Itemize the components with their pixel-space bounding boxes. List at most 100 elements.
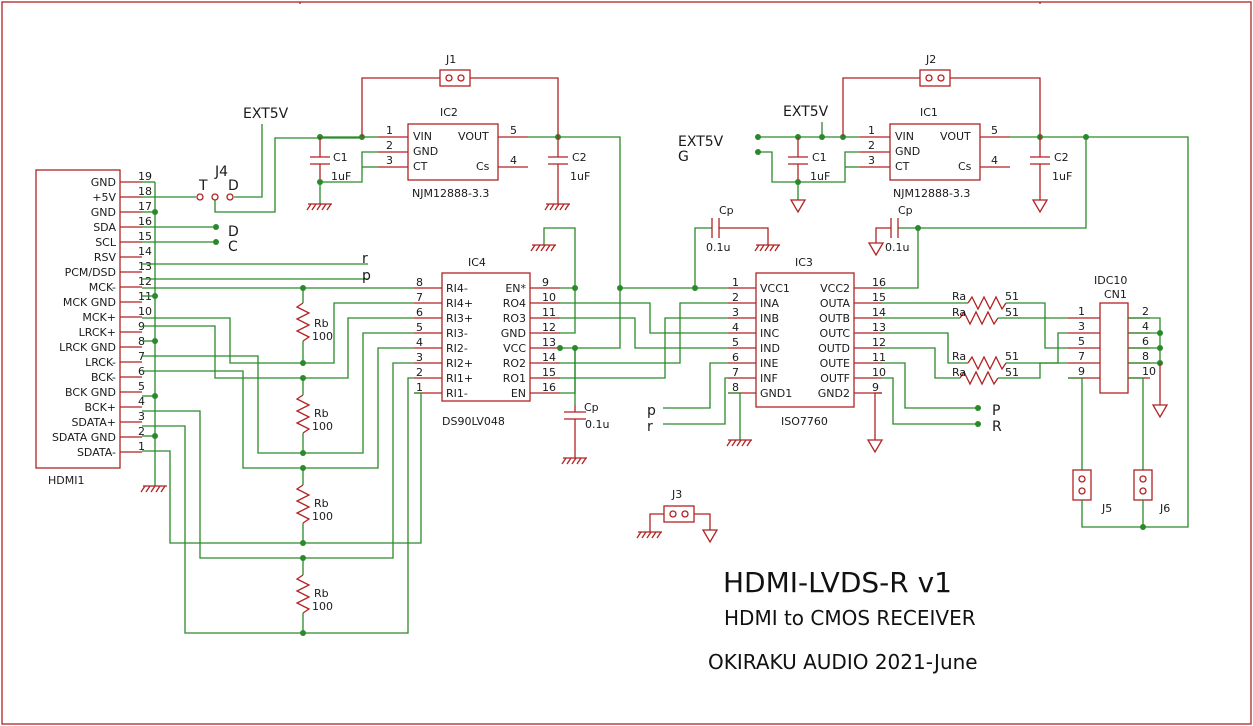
ic3-pin-label: GND2 — [818, 387, 850, 400]
ic4-pin-label: RO1 — [503, 372, 526, 385]
svg-text:0.1u: 0.1u — [706, 241, 730, 254]
hdmi-ground-symbol — [140, 452, 167, 493]
svg-text:J1: J1 — [445, 53, 456, 66]
svg-text:IC1: IC1 — [920, 106, 938, 119]
hdmi-pin-label: LRCK- — [85, 356, 116, 369]
hdmi-pin-number: 14 — [138, 245, 152, 258]
cn1-pin-number: 8 — [1142, 350, 1149, 363]
ic3-pin-label: GND1 — [760, 387, 792, 400]
ic3-pin-number: 8 — [732, 381, 739, 394]
hdmi-pin-label: SCL — [95, 236, 117, 249]
net-label-d: D — [228, 224, 239, 240]
svg-text:5: 5 — [991, 124, 998, 137]
ic3-pin-label: OUTB — [819, 312, 850, 325]
hdmi-pin-label: BCK GND — [65, 386, 116, 399]
svg-text:3: 3 — [386, 154, 393, 167]
ext5v-label-1: EXT5V — [243, 106, 289, 122]
hdmi-pin-number: 3 — [138, 410, 145, 423]
svg-text:Cs: Cs — [476, 160, 490, 173]
capacitor-c1-left: C1 1uF — [306, 134, 362, 211]
ic4-pin-number: 10 — [542, 291, 556, 304]
svg-text:2: 2 — [868, 139, 875, 152]
sda-scl-nets: D C — [142, 224, 239, 255]
hdmi-pin-number: 5 — [138, 380, 145, 393]
ic4-pin-label: GND — [501, 327, 526, 340]
hdmi-pin-label: SDA — [93, 221, 116, 234]
svg-text:CT: CT — [895, 160, 910, 173]
hdmi-pin-label: SDATA- — [77, 446, 116, 459]
svg-text:0.1u: 0.1u — [585, 418, 609, 431]
capacitor-cp-ic3-vcc1: Cp 0.1u — [692, 204, 780, 291]
svg-text:IDC10: IDC10 — [1094, 274, 1127, 287]
hdmi-pin-label: MCK GND — [63, 296, 116, 309]
svg-text:1uF: 1uF — [331, 170, 351, 183]
drawing-credit: OKIRAKU AUDIO 2021-June — [708, 650, 978, 674]
ic4-pin-label: RI4- — [446, 282, 468, 295]
ic3-pin-number: 5 — [732, 336, 739, 349]
ic3-pin-label: OUTD — [818, 342, 850, 355]
svg-text:Cp: Cp — [898, 204, 913, 217]
svg-text:Cp: Cp — [719, 204, 734, 217]
ic3-pin-number: 12 — [872, 336, 886, 349]
hdmi-pin-number: 16 — [138, 215, 152, 228]
ic3-pin-number: 1 — [732, 276, 739, 289]
svg-text:VOUT: VOUT — [940, 130, 971, 143]
net-label-c: C — [228, 239, 238, 255]
svg-text:51: 51 — [1005, 290, 1019, 303]
svg-text:51: 51 — [1005, 306, 1019, 319]
ic3-pin-label: IND — [760, 342, 780, 355]
svg-text:CN1: CN1 — [1104, 288, 1127, 301]
svg-text:NJM12888-3.3: NJM12888-3.3 — [412, 187, 489, 200]
ic4-pin-number: 14 — [542, 351, 556, 364]
ic3-pin-number: 4 — [732, 321, 739, 334]
hdmi-pin-number: 19 — [138, 170, 152, 183]
ic4-pin-label: RI3- — [446, 327, 468, 340]
svg-text:100: 100 — [312, 330, 333, 343]
capacitor-c1-right: C1 1uF — [788, 137, 830, 214]
svg-text:Cs: Cs — [958, 160, 972, 173]
capacitor-cp-ic3-vcc2: Cp 0.1u — [867, 204, 918, 257]
svg-text:VOUT: VOUT — [458, 130, 489, 143]
svg-text:Rb: Rb — [314, 497, 329, 510]
svg-text:1uF: 1uF — [1052, 170, 1072, 183]
hdmi-pin-number: 13 — [138, 260, 152, 273]
ic3-pin-label: INF — [760, 372, 778, 385]
svg-text:CT: CT — [413, 160, 428, 173]
ic4-pin-label: RI4+ — [446, 297, 473, 310]
net-label-r-in: r — [647, 419, 653, 435]
svg-text:C1: C1 — [812, 151, 827, 164]
net-label-g: G — [678, 149, 689, 165]
j4-label-d: D — [228, 178, 239, 194]
isolator-ic3: IC3 VCC11INA2INB3INC4IND5INE6INF7GND18VC… — [647, 137, 1087, 454]
svg-text:Cp: Cp — [584, 401, 599, 414]
svg-text:C1: C1 — [333, 151, 348, 164]
svg-text:Ra: Ra — [952, 366, 966, 379]
hdmi-pin-label: SDATA GND — [52, 431, 116, 444]
ic3-pin-label: OUTF — [820, 372, 850, 385]
svg-text:C2: C2 — [1054, 151, 1069, 164]
svg-text:0.1u: 0.1u — [885, 241, 909, 254]
cn1-pin-number: 1 — [1078, 305, 1085, 318]
title-block: HDMI-LVDS-R v1 HDMI to CMOS RECEIVER OKI… — [708, 566, 978, 674]
hdmi-pin-number: 2 — [138, 425, 145, 438]
cn1-pin-number: 10 — [1142, 365, 1156, 378]
ic3-pin-number: 14 — [872, 306, 886, 319]
ic4-pin-label: RO3 — [503, 312, 526, 325]
svg-text:3: 3 — [868, 154, 875, 167]
svg-text:100: 100 — [312, 600, 333, 613]
svg-text:1: 1 — [386, 124, 393, 137]
hdmi-pin-label: +5V — [92, 191, 116, 204]
ic3-pin-number: 3 — [732, 306, 739, 319]
ic3-pin-number: 6 — [732, 351, 739, 364]
ic2-ref: IC2 — [440, 106, 458, 119]
svg-text:J5: J5 — [1101, 502, 1112, 515]
cn1-pin-number: 6 — [1142, 335, 1149, 348]
hdmi-pin-number: 1 — [138, 440, 145, 453]
hdmi-pin-number: 18 — [138, 185, 152, 198]
svg-text:5: 5 — [510, 124, 517, 137]
ic4-right-nets: Cp 0.1u — [530, 227, 728, 465]
ic4-pin-label: EN* — [505, 282, 526, 295]
net-label-p: p — [362, 268, 371, 284]
